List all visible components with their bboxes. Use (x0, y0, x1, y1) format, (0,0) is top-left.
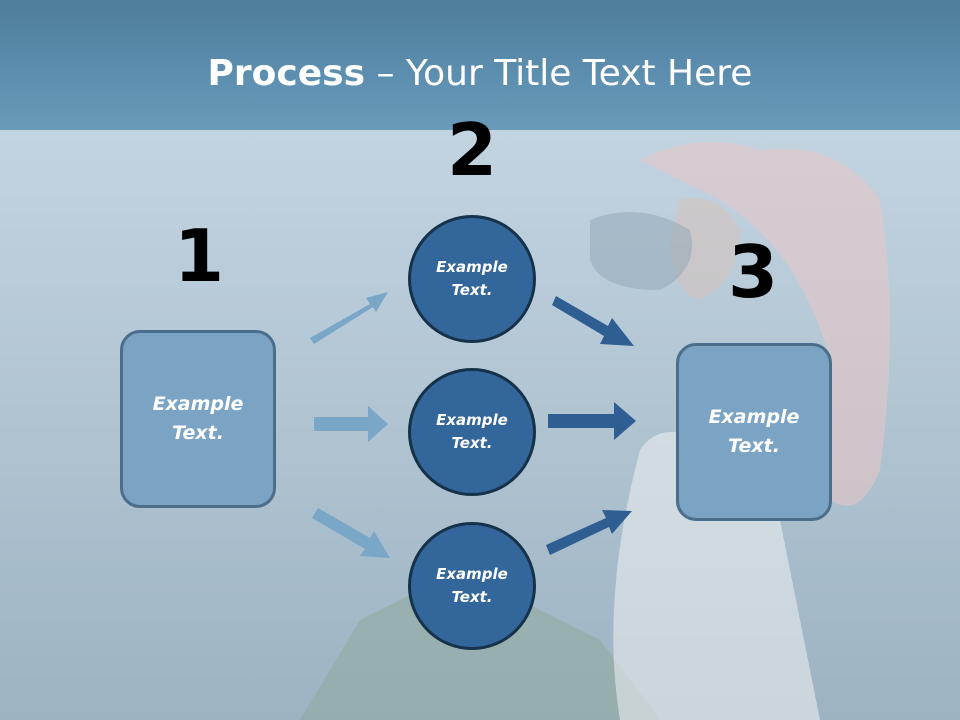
step-number-3: 3 (727, 230, 779, 314)
arrow-left-right (314, 406, 388, 442)
slide-title: Process – Your Title Text Here (0, 52, 960, 96)
circle-top-text: Example Text. (436, 258, 508, 299)
arrow-mid-right (548, 402, 636, 440)
step-3-box[interactable]: Example Text. (676, 343, 832, 521)
step-1-text: Example Text. (152, 393, 244, 444)
title-rest: – Your Title Text Here (365, 53, 753, 94)
step-2-circle-middle[interactable]: Example Text. (408, 368, 536, 496)
title-band (0, 0, 960, 130)
step-number-1: 1 (173, 214, 225, 298)
step-number-2: 2 (446, 108, 498, 192)
circle-bottom-text: Example Text. (436, 565, 508, 606)
title-bold: Process (207, 53, 366, 94)
arrow-left-up (310, 292, 388, 344)
arrow-left-down (312, 508, 390, 558)
arrow-top-down (552, 296, 634, 346)
step-2-circle-top[interactable]: Example Text. (408, 215, 536, 343)
step-1-box[interactable]: Example Text. (120, 330, 276, 508)
circle-middle-text: Example Text. (436, 411, 508, 452)
arrow-bottom-up (546, 510, 632, 555)
step-3-text: Example Text. (708, 406, 800, 457)
step-2-circle-bottom[interactable]: Example Text. (408, 522, 536, 650)
